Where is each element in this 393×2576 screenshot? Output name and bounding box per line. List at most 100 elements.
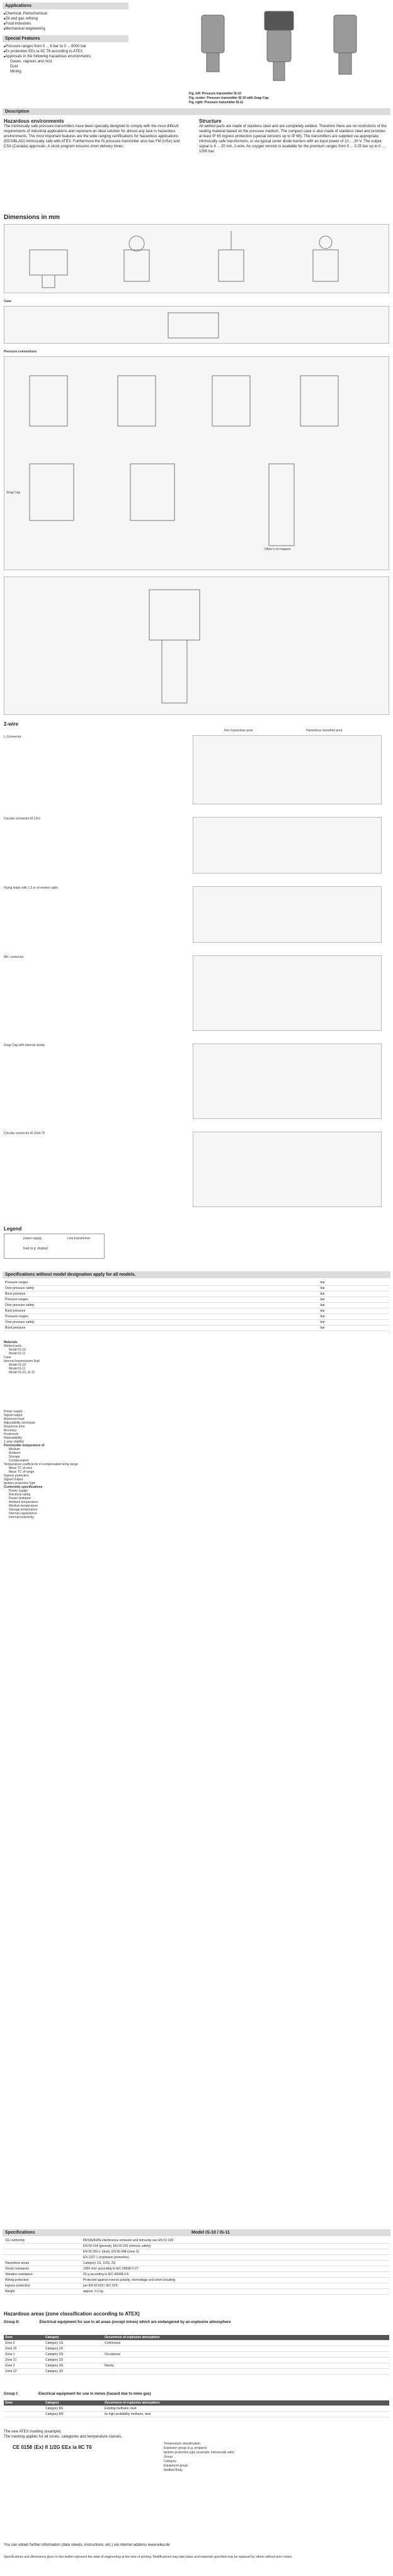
temperature-row: Ambient bbox=[9, 1451, 21, 1455]
materials-item: Wetted parts bbox=[4, 1344, 22, 1348]
description-right: Structure All wetted parts are made of s… bbox=[199, 118, 388, 154]
temp-coeff-row: Mean TC of range bbox=[9, 1470, 35, 1474]
wiring-row-label: MIL connector bbox=[4, 955, 24, 959]
group2-table: Zone Category Occurrence of explosive at… bbox=[4, 2335, 389, 2375]
wiring-row-label: Flying leads with 1.5 m of vented cable bbox=[4, 886, 59, 890]
temperature-row: Medium bbox=[9, 1448, 20, 1451]
pressure-connection-drawings bbox=[4, 356, 389, 570]
temperature-row: Storage bbox=[9, 1455, 20, 1459]
feature-item: Pressure ranges from 0 ... 6 bar to 0 ..… bbox=[4, 44, 130, 49]
group2-text: Electrical equipment for use in all area… bbox=[39, 2320, 231, 2324]
legend-item: power supply bbox=[23, 1237, 42, 1240]
description-heading: Description bbox=[3, 108, 390, 115]
group1-label: Group I: bbox=[4, 2392, 19, 2396]
wiring-row-label: Circular connector M 12x1 bbox=[4, 817, 41, 821]
connector-drawing-image bbox=[29, 231, 339, 288]
marking-intro-line: The new ATEX marking (example) bbox=[4, 2430, 61, 2434]
description-left: Hazardous environments The intrinsically… bbox=[4, 118, 186, 149]
group2-intro: Group II: Electrical equipment for use i… bbox=[4, 2320, 389, 2325]
special-features-list: Pressure ranges from 0 ... 6 bar to 0 ..… bbox=[4, 44, 130, 74]
case-label: Case bbox=[4, 300, 11, 303]
conformity-row: Ambient temperature bbox=[9, 1500, 38, 1504]
marking-label: Group bbox=[164, 2455, 173, 2459]
signal-row: Accuracy bbox=[4, 1429, 17, 1432]
caption-line: Fig. right: Pressure transmitter IS-11 bbox=[189, 101, 244, 104]
wiring-diagram bbox=[193, 886, 382, 943]
feature-item: Dust bbox=[10, 65, 18, 69]
signal-row: Response time bbox=[4, 1425, 25, 1429]
legend-item: load (e.g. display) bbox=[23, 1247, 48, 1251]
approvals-heading: Specifications Model IS-10 / IS-11 bbox=[3, 2229, 390, 2236]
marking-label: Category bbox=[164, 2460, 177, 2463]
group1-text: Electrical equipment for use in mines (h… bbox=[38, 2392, 151, 2396]
conformity-row: Internal capacitance bbox=[9, 1512, 37, 1516]
connector-drawings bbox=[4, 224, 389, 293]
table-header: Zone Category Occurrence of explosive at… bbox=[4, 2400, 389, 2406]
conformity-row: Electrical rating bbox=[9, 1493, 31, 1497]
signal-row: Signal output bbox=[4, 1414, 23, 1417]
conformity-row: Internal inductivity bbox=[9, 1516, 35, 1519]
marking-intro: The new ATEX marking (example) The marki… bbox=[4, 2429, 389, 2439]
photo-caption: Fig. left: Pressure transmitter IS-10 Fi… bbox=[189, 92, 390, 105]
temperature-row: Compensated bbox=[9, 1459, 29, 1463]
materials-item: Model IS-10, IS-11 bbox=[9, 1371, 35, 1375]
structure-heading: Structure bbox=[199, 118, 222, 124]
wiring-diagram bbox=[193, 735, 382, 804]
protection-label: Ingress protection bbox=[4, 1474, 29, 1478]
signal-output-label: Signal Output bbox=[4, 1478, 23, 1482]
table-row: EN 50 014 (general), EN 50 020 (intrinsi… bbox=[4, 2243, 389, 2249]
case-drawing-image bbox=[168, 312, 219, 339]
wiring-diagram bbox=[193, 955, 382, 1031]
legend-item: Line transformer bbox=[67, 1237, 91, 1240]
dimensions-heading: Dimensions in mm bbox=[4, 214, 60, 221]
feature-item: Mining bbox=[10, 70, 21, 74]
marking-code: CE 0158 ⟨Ex⟩ II 1/2G EEx ia IIC T6 bbox=[13, 2444, 92, 2450]
materials-item: Model IS-11 bbox=[9, 1367, 26, 1371]
approvals-title: Specifications bbox=[5, 2230, 35, 2235]
temp-coeff-row: Mean TC of zero bbox=[9, 1466, 33, 1470]
marking-label: Explosion group (e.g. propane) bbox=[164, 2446, 207, 2450]
footer-fine-print: Specifications and dimensions given in t… bbox=[4, 2555, 293, 2559]
application-item: Oil and gas refining bbox=[4, 16, 130, 21]
oxygen-version-drawing bbox=[4, 577, 389, 715]
wiring-diagrams: Non hazardous area Hazardous classified … bbox=[4, 729, 389, 1220]
marking-labels: Temperature classification Explosion gro… bbox=[164, 2442, 234, 2473]
model-header: Model IS-10 / IS-11 bbox=[191, 2230, 231, 2235]
product-photos bbox=[189, 3, 378, 91]
wiring-diagram bbox=[193, 1043, 382, 1119]
table-header: Zone Category Occurrence of explosive at… bbox=[4, 2335, 389, 2341]
applications-heading: Applications bbox=[3, 3, 128, 9]
conformity-row: Storage temperature bbox=[9, 1508, 38, 1512]
marking-label: Notified Body bbox=[164, 2468, 183, 2472]
materials-heading: Materials bbox=[4, 1341, 18, 1344]
ignition-label: Ignition protection type bbox=[4, 1482, 36, 1485]
marking-label: Ignition protection type (example: intri… bbox=[164, 2451, 234, 2455]
hazardous-heading: Hazardous environments bbox=[4, 118, 64, 124]
snap-cap-label: Snap Cap bbox=[6, 491, 21, 495]
materials-item: Case bbox=[4, 1356, 11, 1359]
materials-item: Internal transmission fluid bbox=[4, 1359, 40, 1363]
feature-item: Ex protection EEx ia IIC T6 according to… bbox=[4, 49, 130, 54]
pressure-connection-image bbox=[29, 375, 339, 546]
electrical-section: Power supply Signal output Maximum load … bbox=[4, 1410, 389, 1519]
conformity-row: Power limitation bbox=[9, 1497, 31, 1500]
table-row: EN 50 281-1 (dust), EN 50 284 (zone 0) bbox=[4, 2249, 389, 2255]
wiring-diagram bbox=[193, 1132, 382, 1207]
oxygen-drawing-image bbox=[149, 589, 200, 704]
